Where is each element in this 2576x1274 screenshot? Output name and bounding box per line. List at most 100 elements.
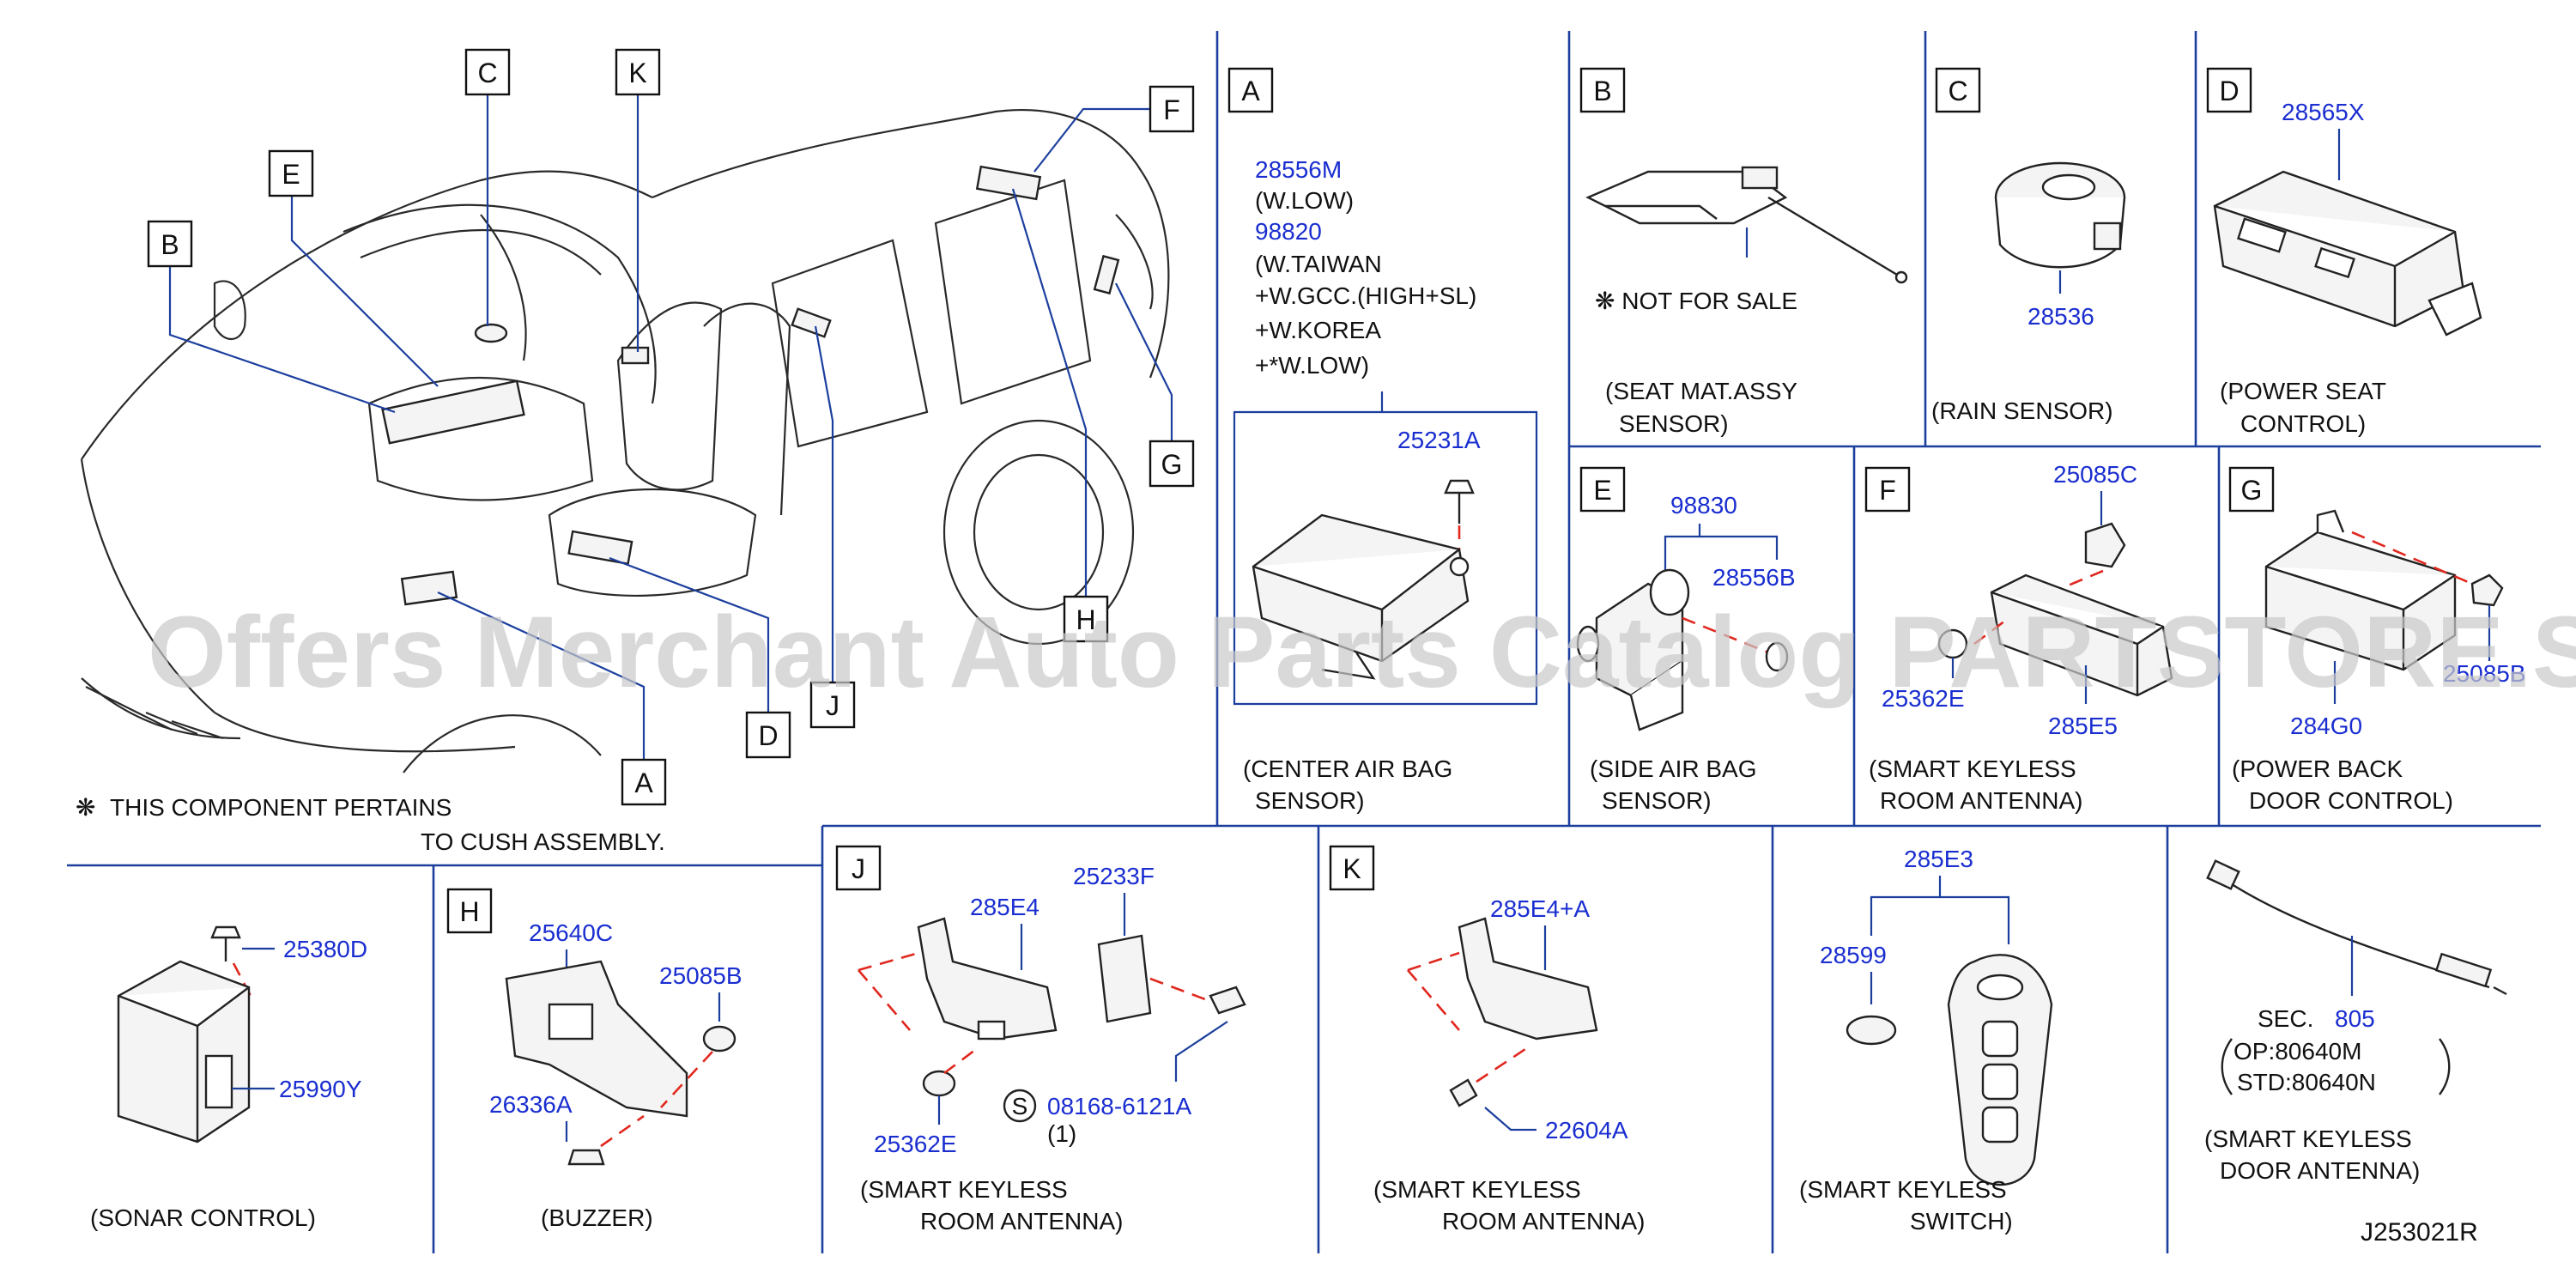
variant-w-gcc: +W.GCC.(HIGH+SL) (1255, 282, 1476, 309)
part-285e4-j: 285E4 (970, 894, 1039, 920)
callout-d: D (758, 720, 778, 751)
panel-k: K 285E4+A 22604A (SMART KEYLESS ROOM ANT… (1329, 845, 1645, 1235)
panel-smart-keyless-door-antenna: SEC. 805 OP:80640M STD:80640N (SMART KEY… (2204, 859, 2507, 1184)
panel-f: F 25085C 25362E 285E5 (SMART KEYLESS ROO… (1864, 461, 2173, 814)
watermark: Offers Merchant Auto Parts Catalog PARTS… (148, 596, 2576, 709)
variant-w-korea: +W.KOREA (1255, 317, 1381, 343)
panel-a-letter: A (1241, 76, 1260, 106)
part-285e3: 285E3 (1904, 846, 1973, 872)
callout-c: C (477, 58, 497, 88)
panel-sonar: 25380D 25990Y (SONAR CONTROL) (90, 925, 367, 1231)
panel-smart-keyless-switch: 285E3 28599 (SMART KEYLESS SWITCH) (1799, 846, 2053, 1235)
part-25231a: 25231A (1397, 427, 1481, 453)
panel-h: H 25640C 25085B 26336A (BUZZER) (446, 888, 742, 1231)
sec-805: 805 (2335, 1005, 2375, 1032)
part-08168-6121a: 08168-6121A (1047, 1093, 1191, 1119)
panel-e-caption-2: SENSOR) (1602, 787, 1712, 814)
panel-grid (67, 31, 2541, 1253)
part-284g0: 284G0 (2290, 713, 2362, 739)
panel-h-letter: H (459, 896, 479, 927)
part-28536: 28536 (2027, 303, 2094, 330)
callout-j: J (826, 690, 839, 721)
panel-j: J 285E4 25233F 25362E S 08168-6121A (1) … (835, 845, 1246, 1235)
panel-a-caption-2: SENSOR) (1255, 787, 1365, 814)
callout-f: F (1163, 94, 1180, 125)
part-25990y: 25990Y (279, 1076, 362, 1102)
panel-k-caption-1: (SMART KEYLESS (1373, 1176, 1581, 1203)
panel-h-caption: (BUZZER) (541, 1204, 653, 1231)
callout-b: B (161, 229, 179, 260)
variant-w-taiwan: (W.TAIWAN (1255, 251, 1382, 277)
panel-g: G 25085B 284G0 (POWER BACK DOOR CONTROL) (2228, 466, 2526, 814)
overview-leaders (168, 94, 1173, 760)
panel-b-caption-2: SENSOR) (1619, 410, 1729, 437)
panel-e-letter: E (1593, 475, 1611, 506)
panel-sonar-caption: (SONAR CONTROL) (90, 1204, 316, 1231)
panel-d-caption-2: CONTROL) (2240, 410, 2366, 437)
part-25380d: 25380D (283, 936, 367, 962)
overview-callout-letters: C K F E B G H J D A (161, 58, 1182, 798)
op-80640m: OP:80640M (2234, 1038, 2361, 1065)
panel-g-caption-1: (POWER BACK (2232, 755, 2403, 782)
callout-e: E (282, 159, 300, 190)
panel-f-caption-1: (SMART KEYLESS (1869, 755, 2076, 782)
variant-star-w-low: +*W.LOW) (1255, 352, 1369, 379)
panel-j-letter: J (852, 853, 865, 884)
qty-1: (1) (1047, 1120, 1076, 1147)
cush-note-line2: TO CUSH ASSEMBLY. (421, 828, 665, 855)
panel-k-caption-2: ROOM ANTENNA) (1442, 1208, 1645, 1235)
part-25085b-g: 25085B (2443, 660, 2526, 687)
part-25233f: 25233F (1073, 863, 1155, 889)
panel-c: C 28536 (RAIN SENSOR) (1931, 67, 2126, 424)
overview-callouts (147, 48, 1195, 806)
part-25640c: 25640C (529, 919, 613, 946)
part-285e4-a: 285E4+A (1490, 895, 1590, 922)
part-25362e: 25362E (1882, 685, 1965, 712)
callout-k: K (628, 58, 646, 88)
panel-b-letter: B (1593, 76, 1611, 106)
sec-prefix: SEC. (2258, 1005, 2313, 1032)
panel-j-caption-1: (SMART KEYLESS (860, 1176, 1068, 1203)
panel-f-caption-2: ROOM ANTENNA) (1880, 787, 2082, 814)
part-25362e-j: 25362E (874, 1131, 957, 1157)
panel-d-caption-1: (POWER SEAT (2220, 378, 2386, 404)
panel-door-antenna-caption-2: DOOR ANTENNA) (2220, 1157, 2420, 1184)
panel-d-letter: D (2219, 76, 2239, 106)
panel-c-caption: (RAIN SENSOR) (1931, 397, 2113, 424)
variant-w-low: (W.LOW) (1255, 187, 1354, 214)
part-285e5: 285E5 (2048, 713, 2118, 739)
vehicle-overview-illustration (80, 108, 1170, 774)
panel-b: B ❋ NOT FOR SALE (SEAT MAT.ASSY SENSOR) (1579, 67, 1908, 437)
part-98830: 98830 (1670, 492, 1737, 519)
std-80640n: STD:80640N (2237, 1069, 2376, 1095)
panel-door-antenna-caption-1: (SMART KEYLESS (2204, 1125, 2412, 1152)
cush-note-line1: THIS COMPONENT PERTAINS (110, 794, 452, 821)
s-symbol: S (1012, 1093, 1028, 1119)
panel-g-letter: G (2241, 475, 2263, 506)
panel-c-letter: C (1948, 76, 1967, 106)
part-28565x: 28565X (2282, 99, 2365, 125)
panel-k-letter: K (1343, 853, 1361, 884)
panel-switch-caption-2: SWITCH) (1910, 1208, 2013, 1235)
part-28599: 28599 (1820, 942, 1887, 968)
note-symbol: ❋ (76, 794, 95, 821)
part-28556m: 28556M (1255, 156, 1342, 183)
panel-f-letter: F (1879, 475, 1896, 506)
panel-e: E 98830 28556B (SIDE AIR BAG SENSOR) (1576, 466, 1796, 814)
panel-b-caption-1: (SEAT MAT.ASSY (1605, 378, 1797, 404)
part-28556b: 28556B (1712, 564, 1796, 591)
panel-d: D 28565X (POWER SEAT CONTROL) (2206, 67, 2482, 437)
panel-j-caption-2: ROOM ANTENNA) (920, 1208, 1123, 1235)
not-for-sale-note: ❋ NOT FOR SALE (1595, 288, 1797, 314)
panel-a-caption-1: (CENTER AIR BAG (1243, 755, 1452, 782)
panel-e-caption-1: (SIDE AIR BAG (1590, 755, 1757, 782)
panel-a: A 28556M (W.LOW) 98820 (W.TAIWAN +W.GCC.… (1227, 67, 1538, 814)
part-26336a: 26336A (489, 1091, 573, 1118)
callout-a: A (634, 767, 653, 798)
part-98820: 98820 (1255, 218, 1322, 245)
panel-switch-caption-1: (SMART KEYLESS (1799, 1176, 2007, 1203)
panel-g-caption-2: DOOR CONTROL) (2249, 787, 2453, 814)
part-22604a: 22604A (1545, 1117, 1628, 1144)
callout-g: G (1161, 449, 1183, 480)
